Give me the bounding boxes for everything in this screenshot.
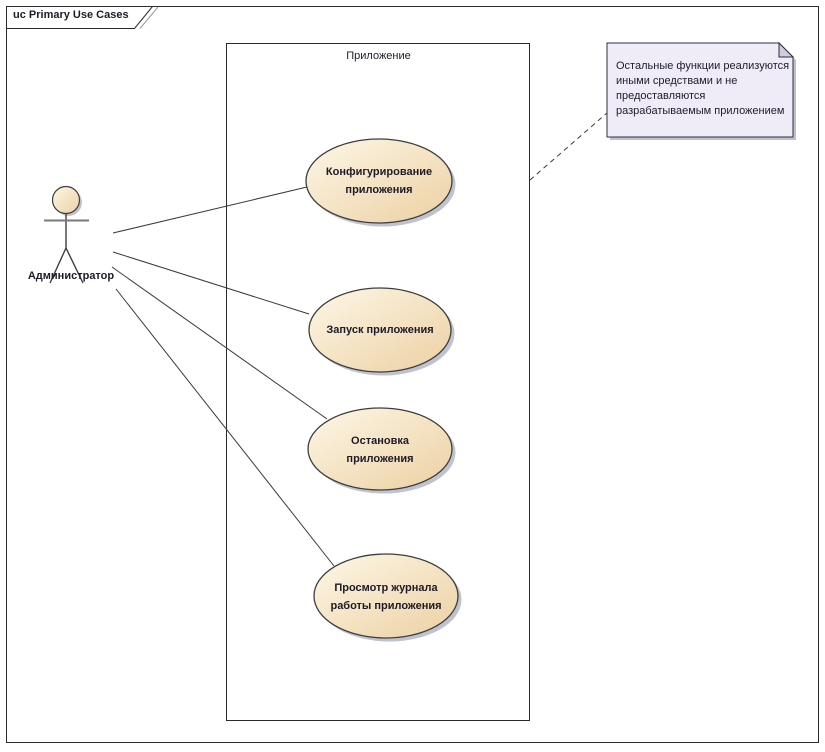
- diagram-frame-tab: [6, 6, 154, 29]
- note-text: Остальные функции реализуются иными сред…: [616, 59, 794, 119]
- note-fold-corner-icon: [778, 41, 795, 58]
- usecase-configure-label: Конфигурирование приложения: [294, 163, 464, 199]
- usecase-start-ellipse[interactable]: [308, 287, 452, 373]
- actor-left-leg-line: [49, 247, 67, 284]
- usecase-label-line: приложения: [345, 184, 413, 196]
- usecase-label-line: приложения: [346, 453, 414, 465]
- usecase-label-line: работы приложения: [330, 600, 442, 612]
- actor-right-leg-line: [65, 247, 84, 284]
- usecase-label-line: Просмотр журнала: [334, 582, 438, 594]
- actor-label: Администратор: [27, 270, 115, 282]
- note-line: разрабатываемым приложением: [616, 105, 785, 117]
- tab-accent-line: [139, 6, 159, 29]
- association-view-log[interactable]: [115, 288, 335, 567]
- actor-head-icon: [51, 185, 81, 215]
- usecase-start-label: Запуск приложения: [295, 321, 465, 339]
- usecase-label-line: Остановка: [351, 435, 409, 447]
- association-stop[interactable]: [111, 266, 328, 420]
- note-line: иными средствами и не: [616, 75, 738, 87]
- note-link-connector[interactable]: [529, 112, 608, 181]
- association-configure[interactable]: [112, 186, 308, 234]
- frame-title: uc Primary Use Cases: [13, 9, 129, 21]
- usecase-label-line: Запуск приложения: [326, 324, 434, 336]
- association-start[interactable]: [112, 251, 310, 315]
- note-line: Остальные функции реализуются: [616, 60, 790, 72]
- usecase-stop-ellipse[interactable]: [307, 407, 453, 491]
- usecase-stop-label: Остановка приложения: [295, 432, 465, 468]
- actor-administrator[interactable]: [44, 185, 89, 284]
- usecase-label-line: Конфигурирование: [325, 166, 433, 178]
- usecase-view-log-ellipse[interactable]: [313, 553, 459, 639]
- note-line: предоставляются: [616, 90, 706, 102]
- system-boundary-label: Приложение: [346, 50, 411, 62]
- note-shape[interactable]: [606, 42, 794, 138]
- usecase-configure-ellipse[interactable]: [305, 138, 453, 224]
- usecase-view-log-label: Просмотр журнала работы приложения: [301, 579, 471, 615]
